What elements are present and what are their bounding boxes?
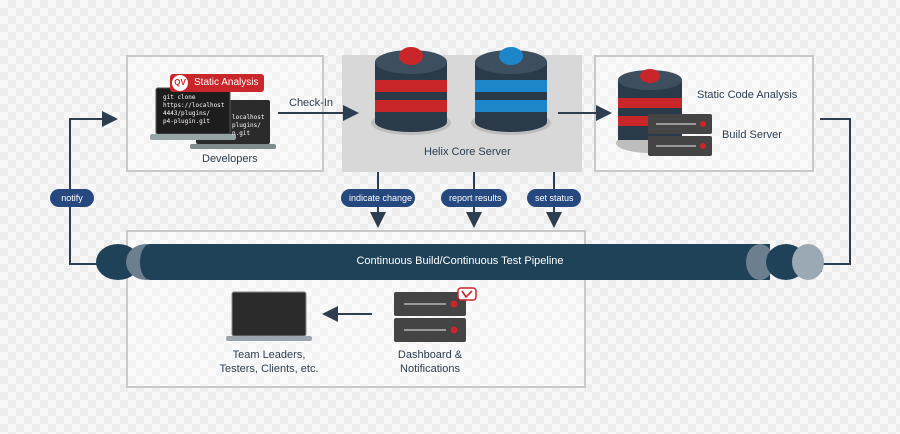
build-server-label: Build Server xyxy=(722,129,782,141)
team-label-line1: Team Leaders, xyxy=(232,349,306,361)
helix-database-red xyxy=(371,47,451,135)
badge-label: Static Analysis xyxy=(194,77,259,88)
developer-laptops xyxy=(150,87,276,149)
dashboard-label-line1: Dashboard & xyxy=(397,349,463,361)
set-status-badge: set status xyxy=(527,189,581,207)
indicate-change-badge: indicate change xyxy=(341,189,415,207)
build-server-rack-icon xyxy=(648,114,712,156)
dashboard-label: Dashboard & Notifications xyxy=(380,348,480,376)
pipeline-tube xyxy=(96,244,824,280)
static-code-analysis-label: Static Code Analysis xyxy=(697,89,798,101)
build-to-pipeline-arrow xyxy=(806,118,851,272)
helix-label: Helix Core Server xyxy=(424,146,511,158)
checkin-label: Check-In xyxy=(289,97,334,109)
helix-database-blue xyxy=(471,47,551,135)
dashboard-label-line2: Notifications xyxy=(400,363,460,375)
qac-logo-icon xyxy=(457,287,477,301)
team-laptop-icon xyxy=(226,291,312,341)
laptop-code-front: git clone https://localhost 4443/plugins… xyxy=(163,94,225,125)
dashboard-server-icon xyxy=(394,292,466,342)
laptop-code-back: localhost plugins/ n.git xyxy=(232,114,265,137)
developers-label: Developers xyxy=(202,153,258,165)
static-analysis-badge: Static Analysis xyxy=(170,74,264,92)
report-results-badge: report results xyxy=(441,189,507,207)
qac-badge-icon: QV xyxy=(172,75,188,91)
pipeline-label: Continuous Build/Continuous Test Pipelin… xyxy=(356,255,564,267)
team-label-line2: Testers, Clients, etc. xyxy=(219,363,319,375)
notify-badge: notify xyxy=(50,189,94,207)
team-label: Team Leaders, Testers, Clients, etc. xyxy=(204,348,334,376)
